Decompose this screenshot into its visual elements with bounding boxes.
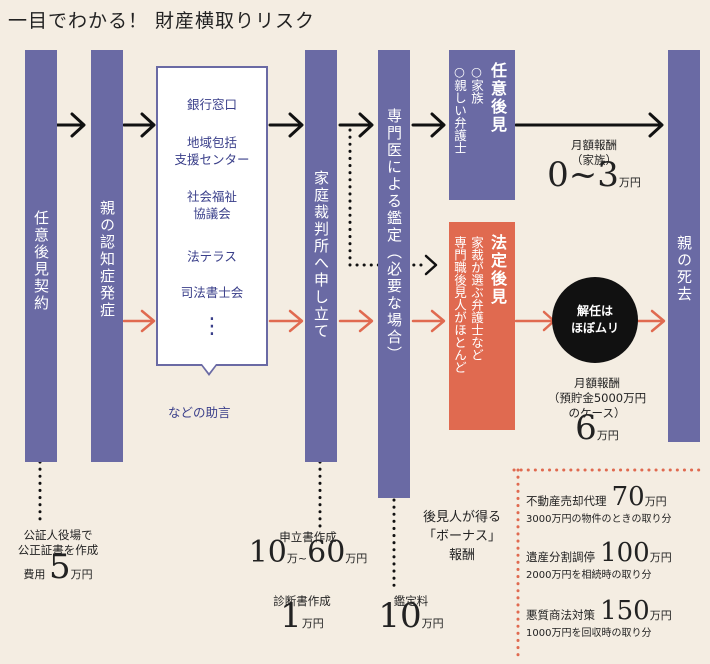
bonus-item-value: 70 <box>611 482 645 512</box>
advice-caption: などの助言 <box>168 405 231 420</box>
bonus-item-value: 150 <box>600 596 650 626</box>
bonus-item-title: 悪質商法対策 <box>526 608 595 622</box>
arrow-orange-6 <box>636 309 666 333</box>
arrow-dotted-head <box>424 254 438 276</box>
kainin-circle: 解任は ほぼムリ <box>552 277 638 363</box>
arrow-black-5 <box>411 112 446 138</box>
shindan-unit: 万円 <box>301 617 324 630</box>
bonus-item-fudousan: 不動産売却代理 70万円 3000万円の物件のときの取り分 <box>526 482 706 525</box>
bar-saibansho: 家庭裁判所へ申し立て <box>305 50 337 462</box>
koshou-note: 公証人役場で 公正証書を作成 費用 5万円 <box>2 528 114 584</box>
arrow-black-4 <box>338 112 374 138</box>
page-title: 一目でわかる！ 財産横取りリスク <box>8 10 316 32</box>
bonus-item-sub: 1000万円を回収時の取り分 <box>526 628 652 639</box>
bar-ninchi: 親の認知症発症 <box>91 50 123 462</box>
bar-shibou: 親の死去 <box>668 50 700 442</box>
bonus-line3: 報酬 <box>448 548 475 563</box>
moushitate-label: 申立書作成 <box>279 530 337 544</box>
koshou-cost-label: 費用 <box>23 568 46 581</box>
bonus-item-sub: 2000万円を相続時の取り分 <box>526 570 652 581</box>
moushitate-v2: 60 <box>307 535 346 570</box>
bonus-item-sub: 3000万円の物件のときの取り分 <box>526 514 672 525</box>
dotted-branch <box>348 128 424 267</box>
advice-item-shihou: 司法書士会 <box>180 285 244 300</box>
bar-kantei: 専門医による鑑定（必要な場合） <box>378 50 410 498</box>
moushitate-u2: 万円 <box>345 552 368 565</box>
arrow-black-6 <box>514 112 664 138</box>
houtei-kouken-body: 家裁が選ぶ弁護士など 専門職後見人がほとんど <box>452 236 484 374</box>
shindan-value: 1 <box>280 596 302 636</box>
koshou-label2: 公正証書を作成 <box>17 543 99 557</box>
kantei-fee-label: 鑑定料 <box>393 594 429 608</box>
advice-item-bank: 銀行窓口 <box>186 97 237 112</box>
koshou-label1: 公証人役場で <box>23 528 93 542</box>
fee-pro-value: 6 <box>575 408 597 448</box>
moushitate-v1: 10 <box>248 535 287 570</box>
koshou-unit: 万円 <box>70 568 93 581</box>
fee-family-value: 0~3 <box>547 155 619 195</box>
arrow-orange-4 <box>411 309 446 333</box>
fee-family-label1: 月額報酬 <box>571 138 617 152</box>
moushitate-u1: 万~ <box>286 552 308 565</box>
arrow-black-3 <box>268 112 304 138</box>
arrow-orange-3 <box>338 309 374 333</box>
kantei-fee-value: 10 <box>378 596 422 636</box>
arrow-orange-2 <box>268 309 304 333</box>
fee-pro-unit: 万円 <box>596 429 619 442</box>
bar-label-shibou: 親の死去 <box>675 235 693 303</box>
shindan-note: 診断書作成 1万円 <box>252 594 352 633</box>
houtei-kouken-box: 法定後見 家裁が選ぶ弁護士など 専門職後見人がほとんど <box>449 222 515 430</box>
bonus-label: 後見人が得る 「ボーナス」 報酬 <box>412 508 512 565</box>
kantei-fee-unit: 万円 <box>421 617 444 630</box>
shindan-label: 診断書作成 <box>273 594 331 608</box>
advice-item-shakai: 社会福祉 協議会 <box>186 189 237 221</box>
nini-kouken-body: ○家族 ○親しい弁護士 <box>452 64 484 154</box>
arrow-orange-5 <box>514 310 556 332</box>
bonus-item-isan: 遺産分割調停 100万円 2000万円を相続時の取り分 <box>526 538 706 581</box>
fee-family: 月額報酬 （家族） 0~3万円 <box>534 138 654 192</box>
moushitate-note: 申立書作成 10万~60万円 <box>238 530 378 568</box>
fee-pro-label3: のケース） <box>568 406 626 420</box>
arrow-black-1 <box>55 112 86 138</box>
bar-label-kantei: 専門医による鑑定（必要な場合） <box>385 108 403 363</box>
bar-label-nini-keiyaku: 任意後見契約 <box>32 210 50 312</box>
bonus-item-unit: 万円 <box>649 609 672 622</box>
arrow-orange-1 <box>122 309 156 333</box>
bonus-item-value: 100 <box>600 538 650 568</box>
bar-label-saibansho: 家庭裁判所へ申し立て <box>312 170 330 340</box>
fee-pro: 月額報酬 （預貯金5000万円 のケース） 6万円 <box>530 376 664 445</box>
fee-pro-label2: （預貯金5000万円 <box>547 391 647 405</box>
bonus-line2: 「ボーナス」 <box>422 529 501 544</box>
houtei-kouken-heading: 法定後見 <box>488 234 507 306</box>
nini-kouken-box: 任意後見 ○家族 ○親しい弁護士 <box>449 50 515 200</box>
bonus-item-unit: 万円 <box>644 495 667 508</box>
advice-dots: ⋮ <box>201 314 223 339</box>
circle-line2: ほぼムリ <box>570 321 619 335</box>
bonus-item-title: 不動産売却代理 <box>526 494 607 508</box>
nini-kouken-heading: 任意後見 <box>488 62 507 134</box>
bar-nini-keiyaku: 任意後見契約 <box>25 50 57 462</box>
bonus-bracket <box>512 468 707 657</box>
bonus-line1: 後見人が得る <box>422 510 501 525</box>
circle-line1: 解任は <box>576 304 613 318</box>
kantei-fee-note: 鑑定料 10万円 <box>366 594 456 633</box>
fee-family-label2: （家族） <box>571 153 617 167</box>
fee-pro-label1: 月額報酬 <box>574 376 620 390</box>
bar-label-ninchi: 親の認知症発症 <box>98 200 116 319</box>
bonus-item-unit: 万円 <box>649 551 672 564</box>
fee-family-unit: 万円 <box>618 176 641 189</box>
bonus-item-title: 遺産分割調停 <box>526 550 595 564</box>
bonus-item-akushitsu: 悪質商法対策 150万円 1000万円を回収時の取り分 <box>526 596 706 639</box>
advice-box: 銀行窓口 地域包括 支援センター 社会福祉 協議会 法テラス 司法書士会 ⋮ <box>156 66 268 366</box>
koshou-value: 5 <box>49 547 71 587</box>
advice-item-houterasu: 法テラス <box>187 249 237 264</box>
advice-item-chiiki: 地域包括 支援センター <box>174 135 250 167</box>
arrow-black-2 <box>122 112 156 138</box>
